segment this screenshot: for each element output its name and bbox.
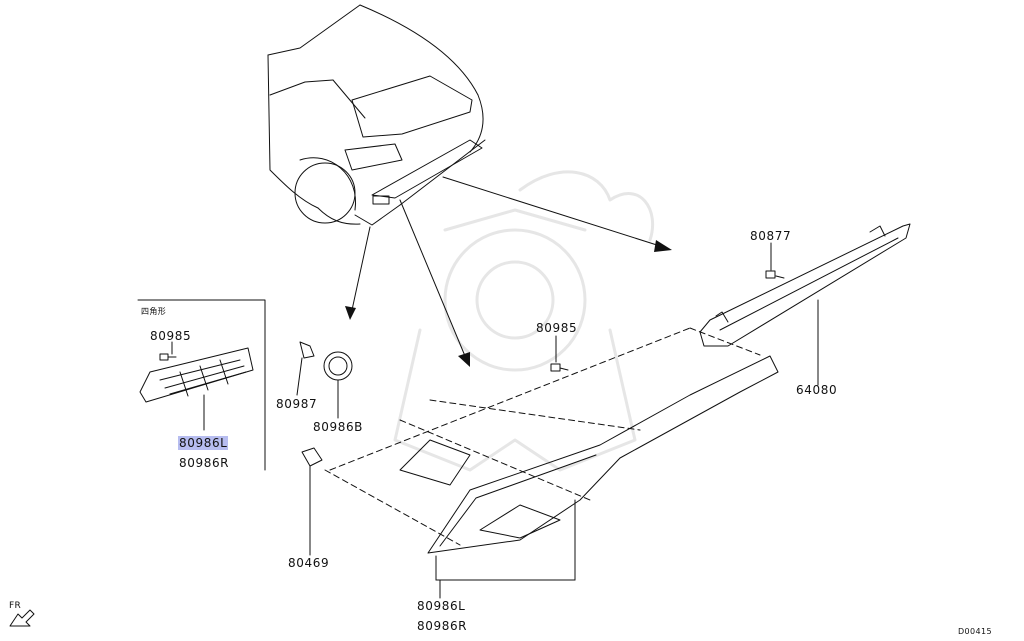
- front-marker-label: FR: [9, 601, 22, 611]
- inset-caption: 四角形: [141, 307, 167, 316]
- inset-reflector: [139, 347, 254, 431]
- bracket-bolt-label: 80877: [750, 229, 792, 243]
- clip-icon: [296, 341, 315, 396]
- bracket-bolt-icon: [765, 242, 785, 279]
- bracket-icon: [699, 223, 911, 386]
- projection-lines: [324, 327, 761, 546]
- inset-reflector-right-label: 80986R: [179, 456, 230, 470]
- garnish-panel: [399, 355, 779, 554]
- garnish-right-label: 80986R: [417, 619, 468, 633]
- garnish-callout-bracket: [435, 499, 576, 599]
- garnish-bolt-icon: [550, 335, 569, 372]
- garnish-left-label: 80986L: [417, 599, 466, 613]
- bracket-label: 64080: [796, 383, 838, 397]
- inset-bolt-label: 80985: [150, 329, 192, 343]
- watermark-crest: [393, 170, 655, 472]
- clip-label: 80987: [276, 397, 318, 411]
- inset-reflector-left-label: 80986L: [178, 436, 229, 450]
- leader-arrows: [351, 176, 661, 357]
- grommet-icon: [323, 351, 353, 419]
- diagram-id: D00415: [958, 627, 993, 636]
- garnish-bolt-label: 80985: [536, 321, 578, 335]
- front-arrow-icon: [9, 609, 35, 627]
- highlighted-part-number: 80986L: [178, 436, 229, 450]
- grommet-label: 80986B: [313, 420, 364, 434]
- inset-bolt-icon: [159, 341, 177, 361]
- screw-icon: [301, 447, 323, 556]
- inset-frame: [137, 299, 266, 471]
- car-outline: [267, 4, 486, 226]
- screw-label: 80469: [288, 556, 330, 570]
